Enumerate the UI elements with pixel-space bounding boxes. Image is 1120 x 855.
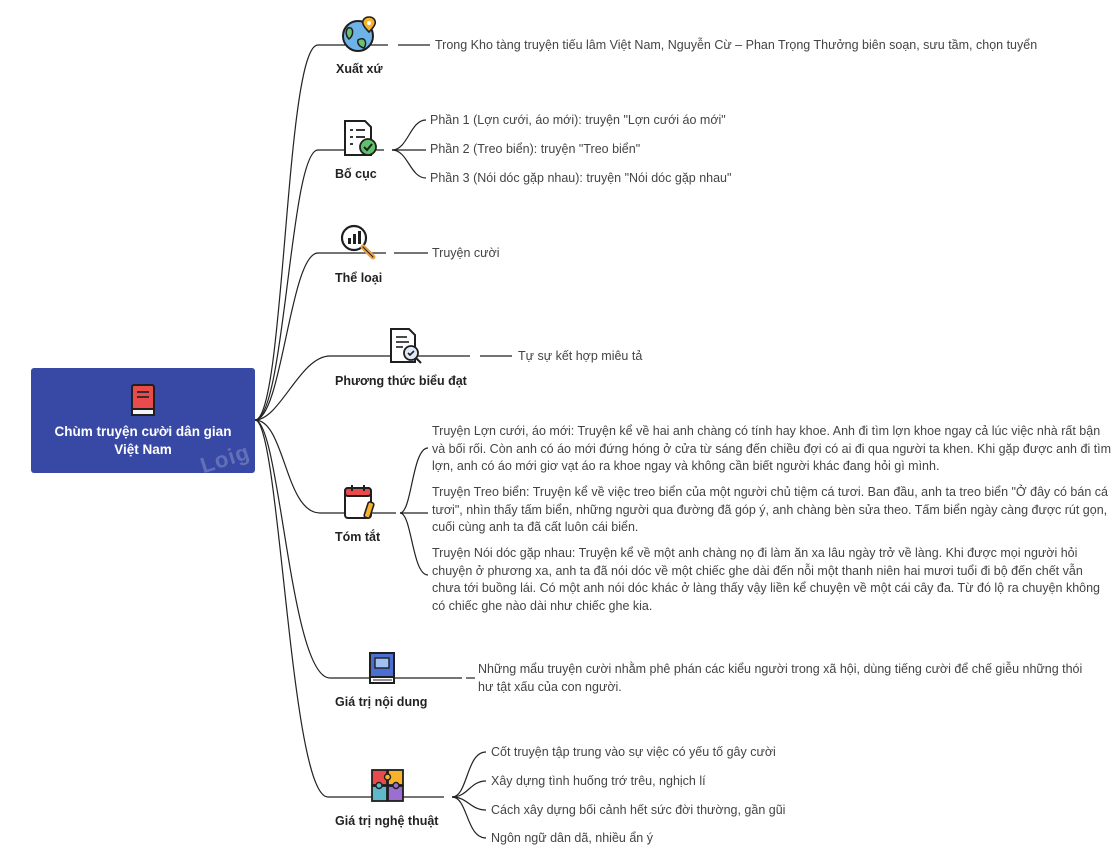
leaf-phuong-thuc: Tự sự kết hợp miêu tả bbox=[518, 349, 643, 363]
book-icon bbox=[369, 652, 395, 684]
leaf-tom-tat-1: Truyện Lợn cưới, áo mới: Truyện kể về ha… bbox=[432, 424, 1112, 473]
branch-label-gia-tri-noi-dung[interactable]: Giá trị nội dung bbox=[335, 695, 428, 709]
leaf-bo-cuc-1: Phần 1 (Lợn cưới, áo mới): truyện "Lợn c… bbox=[430, 113, 726, 127]
branch-label-gia-tri-nghe-thuat[interactable]: Giá trị nghệ thuật bbox=[335, 814, 439, 828]
leaf-nghe-thuat-2: Xây dựng tình huống trớ trêu, nghịch lí bbox=[491, 774, 706, 788]
leaf-bo-cuc-2: Phần 2 (Treo biển): truyện "Treo biển" bbox=[430, 142, 641, 156]
leaf-xuat-xu: Trong Kho tàng truyện tiếu lâm Việt Nam,… bbox=[435, 38, 1038, 52]
calendar-note-icon bbox=[344, 485, 375, 519]
book-icon bbox=[131, 383, 155, 416]
leaf-the-loai: Truyện cười bbox=[432, 246, 500, 260]
leaf-nghe-thuat-3: Cách xây dựng bối cảnh hết sức đời thườn… bbox=[491, 803, 786, 817]
globe-pin-icon bbox=[342, 16, 377, 52]
branch-label-bo-cuc[interactable]: Bố cục bbox=[335, 167, 377, 181]
document-pen-icon bbox=[390, 328, 422, 364]
magnifier-chart-icon bbox=[340, 224, 376, 260]
leaf-nghe-thuat-1: Cốt truyện tập trung vào sự việc có yếu … bbox=[491, 745, 776, 759]
branch-label-xuat-xu[interactable]: Xuất xứ bbox=[336, 62, 383, 76]
branch-label-tom-tat[interactable]: Tóm tắt bbox=[335, 530, 381, 544]
leaf-tom-tat-2: Truyện Treo biển: Truyện kể về việc treo… bbox=[432, 485, 1108, 534]
branch-label-phuong-thuc[interactable]: Phương thức biểu đạt bbox=[335, 374, 467, 388]
branch-label-the-loai[interactable]: Thể loại bbox=[335, 271, 383, 285]
leaf-nghe-thuat-4: Ngôn ngữ dân dã, nhiều ẩn ý bbox=[491, 831, 653, 845]
puzzle-icon bbox=[371, 769, 404, 802]
root-node[interactable]: Chùm truyện cười dân gian Việt Nam bbox=[31, 368, 255, 473]
checklist-icon bbox=[344, 120, 377, 156]
leaf-bo-cuc-3: Phần 3 (Nói dóc gặp nhau): truyện "Nói d… bbox=[430, 171, 732, 185]
leaf-gia-tri-noi-dung: Những mẩu truyện cười nhằm phê phán các … bbox=[478, 662, 1083, 694]
leaf-tom-tat-3: Truyện Nói dóc gặp nhau: Truyện kể về mộ… bbox=[432, 546, 1100, 613]
root-title: Chùm truyện cười dân gian Việt Nam bbox=[54, 423, 232, 457]
